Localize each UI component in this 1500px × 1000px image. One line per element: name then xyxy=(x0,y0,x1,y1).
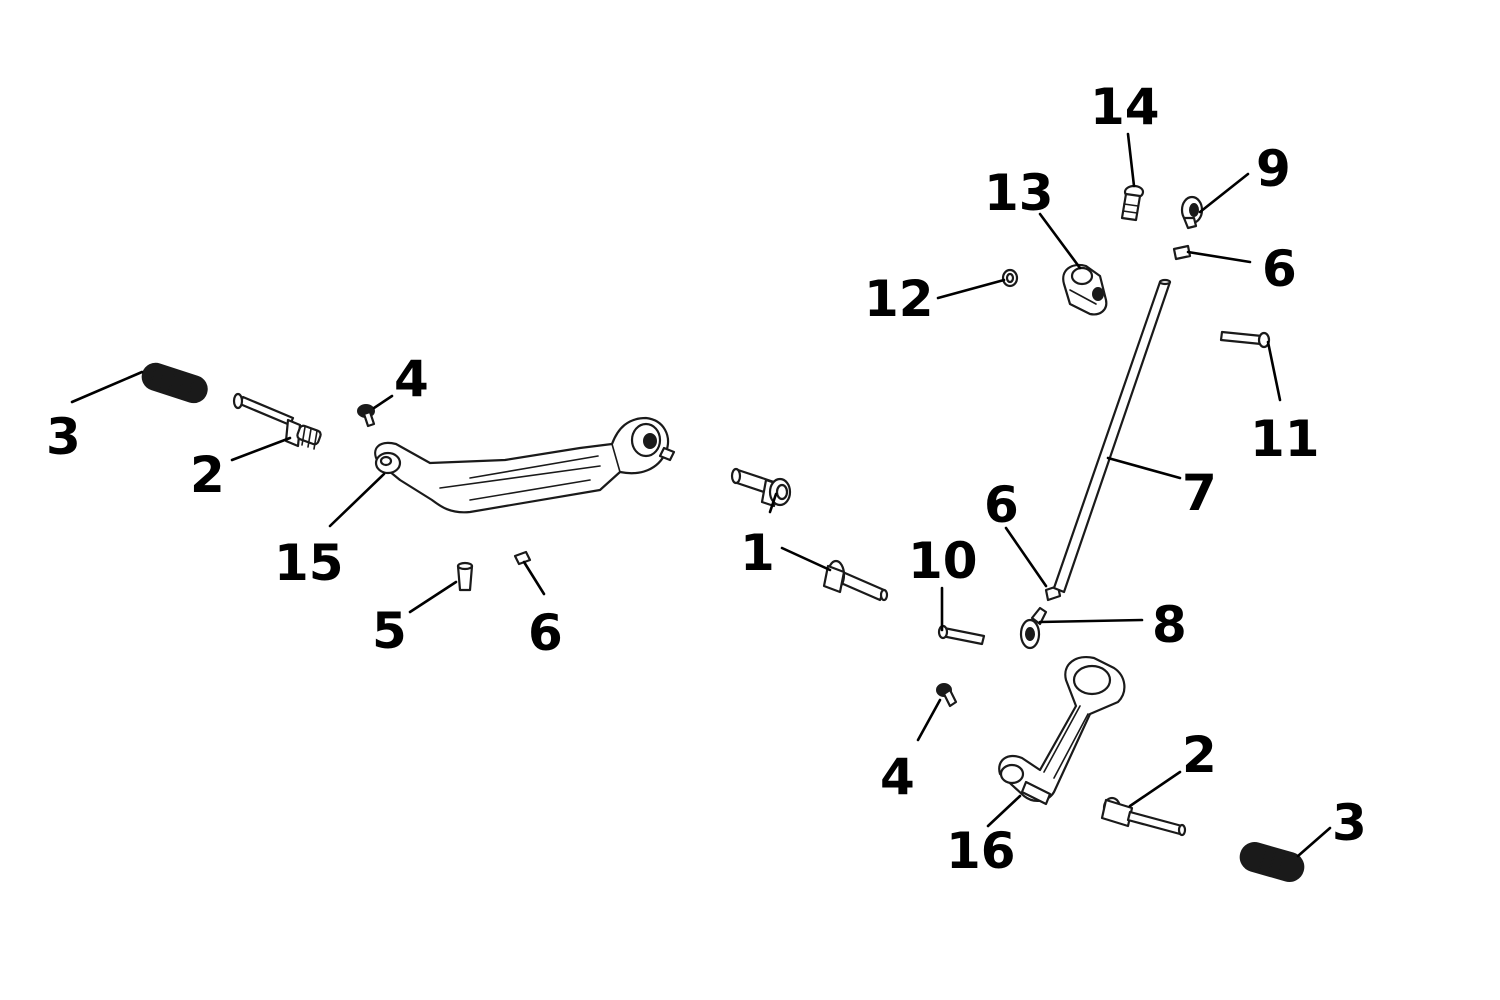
leader-6-top xyxy=(1186,250,1252,264)
callout-8: 8 xyxy=(1152,596,1187,654)
leader-16 xyxy=(986,794,1022,828)
leader-lines xyxy=(70,132,1332,858)
leader-2-right xyxy=(1128,770,1182,808)
clamp-screw-lower xyxy=(936,683,958,708)
washer xyxy=(1001,268,1019,288)
footpeg-bolt-left xyxy=(232,392,322,450)
callout-6-top: 6 xyxy=(1262,240,1297,298)
leader-7 xyxy=(1106,456,1182,480)
leader-6-middle xyxy=(1004,526,1048,588)
leader-3-left xyxy=(70,370,144,404)
rod-end-upper xyxy=(1180,195,1204,230)
leader-11 xyxy=(1266,340,1282,402)
shift-pivot-bolt xyxy=(730,467,792,508)
leader-9 xyxy=(1198,172,1250,214)
leader-12 xyxy=(936,278,1006,300)
callout-15: 15 xyxy=(274,534,344,592)
callout-16: 16 xyxy=(946,822,1016,880)
leader-1-upper xyxy=(768,492,778,514)
callout-14: 14 xyxy=(1090,78,1160,136)
callout-7: 7 xyxy=(1182,464,1217,522)
footpeg-bracket xyxy=(374,416,676,514)
callout-6-middle: 6 xyxy=(984,476,1019,534)
clamp-screw-upper xyxy=(357,404,376,428)
leader-14 xyxy=(1126,132,1136,188)
callout-9: 9 xyxy=(1256,140,1291,198)
footpeg-rubber-right xyxy=(1239,842,1305,882)
callout-labels: 1 2 2 3 3 4 4 5 6 6 6 7 8 9 10 11 12 13 … xyxy=(46,78,1367,880)
callout-11: 11 xyxy=(1250,410,1320,468)
leader-15 xyxy=(328,472,386,528)
callout-2-left: 2 xyxy=(190,446,225,504)
shift-lever xyxy=(998,656,1126,806)
footpeg-rubber-left xyxy=(141,362,208,404)
callout-2-right: 2 xyxy=(1182,726,1217,784)
callout-3-right: 3 xyxy=(1332,794,1367,852)
leader-4-lower xyxy=(916,698,942,742)
callout-6-bottom: 6 xyxy=(528,604,563,662)
shift-rod xyxy=(1052,278,1172,594)
shift-arm xyxy=(1062,263,1108,316)
leader-5 xyxy=(408,580,458,614)
leader-8 xyxy=(1038,618,1144,624)
arm-clamp-bolt xyxy=(1120,184,1145,222)
callout-13: 13 xyxy=(984,164,1054,222)
callout-5: 5 xyxy=(372,602,407,660)
pin xyxy=(456,561,474,592)
callout-10: 10 xyxy=(908,532,978,590)
shift-pivot-bolt-lower xyxy=(822,559,889,602)
clip-top xyxy=(1172,244,1192,261)
leader-1-lower xyxy=(780,546,832,572)
leader-6-bottom xyxy=(522,560,546,596)
callout-12: 12 xyxy=(864,270,934,328)
leader-2-left xyxy=(230,436,292,462)
leader-13 xyxy=(1038,212,1082,270)
callout-3-left: 3 xyxy=(46,408,81,466)
parts-layer xyxy=(141,184,1305,882)
callout-1: 1 xyxy=(740,524,775,582)
callout-4-upper: 4 xyxy=(394,350,429,408)
leader-4-upper xyxy=(372,394,394,410)
clip-bottom xyxy=(513,550,532,566)
rod-end-lower xyxy=(1019,606,1048,650)
linkage-bolt xyxy=(937,624,986,646)
rod-end-bolt xyxy=(1219,330,1271,349)
leader-3-right xyxy=(1296,826,1332,858)
callout-4-lower: 4 xyxy=(880,748,915,806)
footpeg-bolt-right xyxy=(1100,796,1187,837)
